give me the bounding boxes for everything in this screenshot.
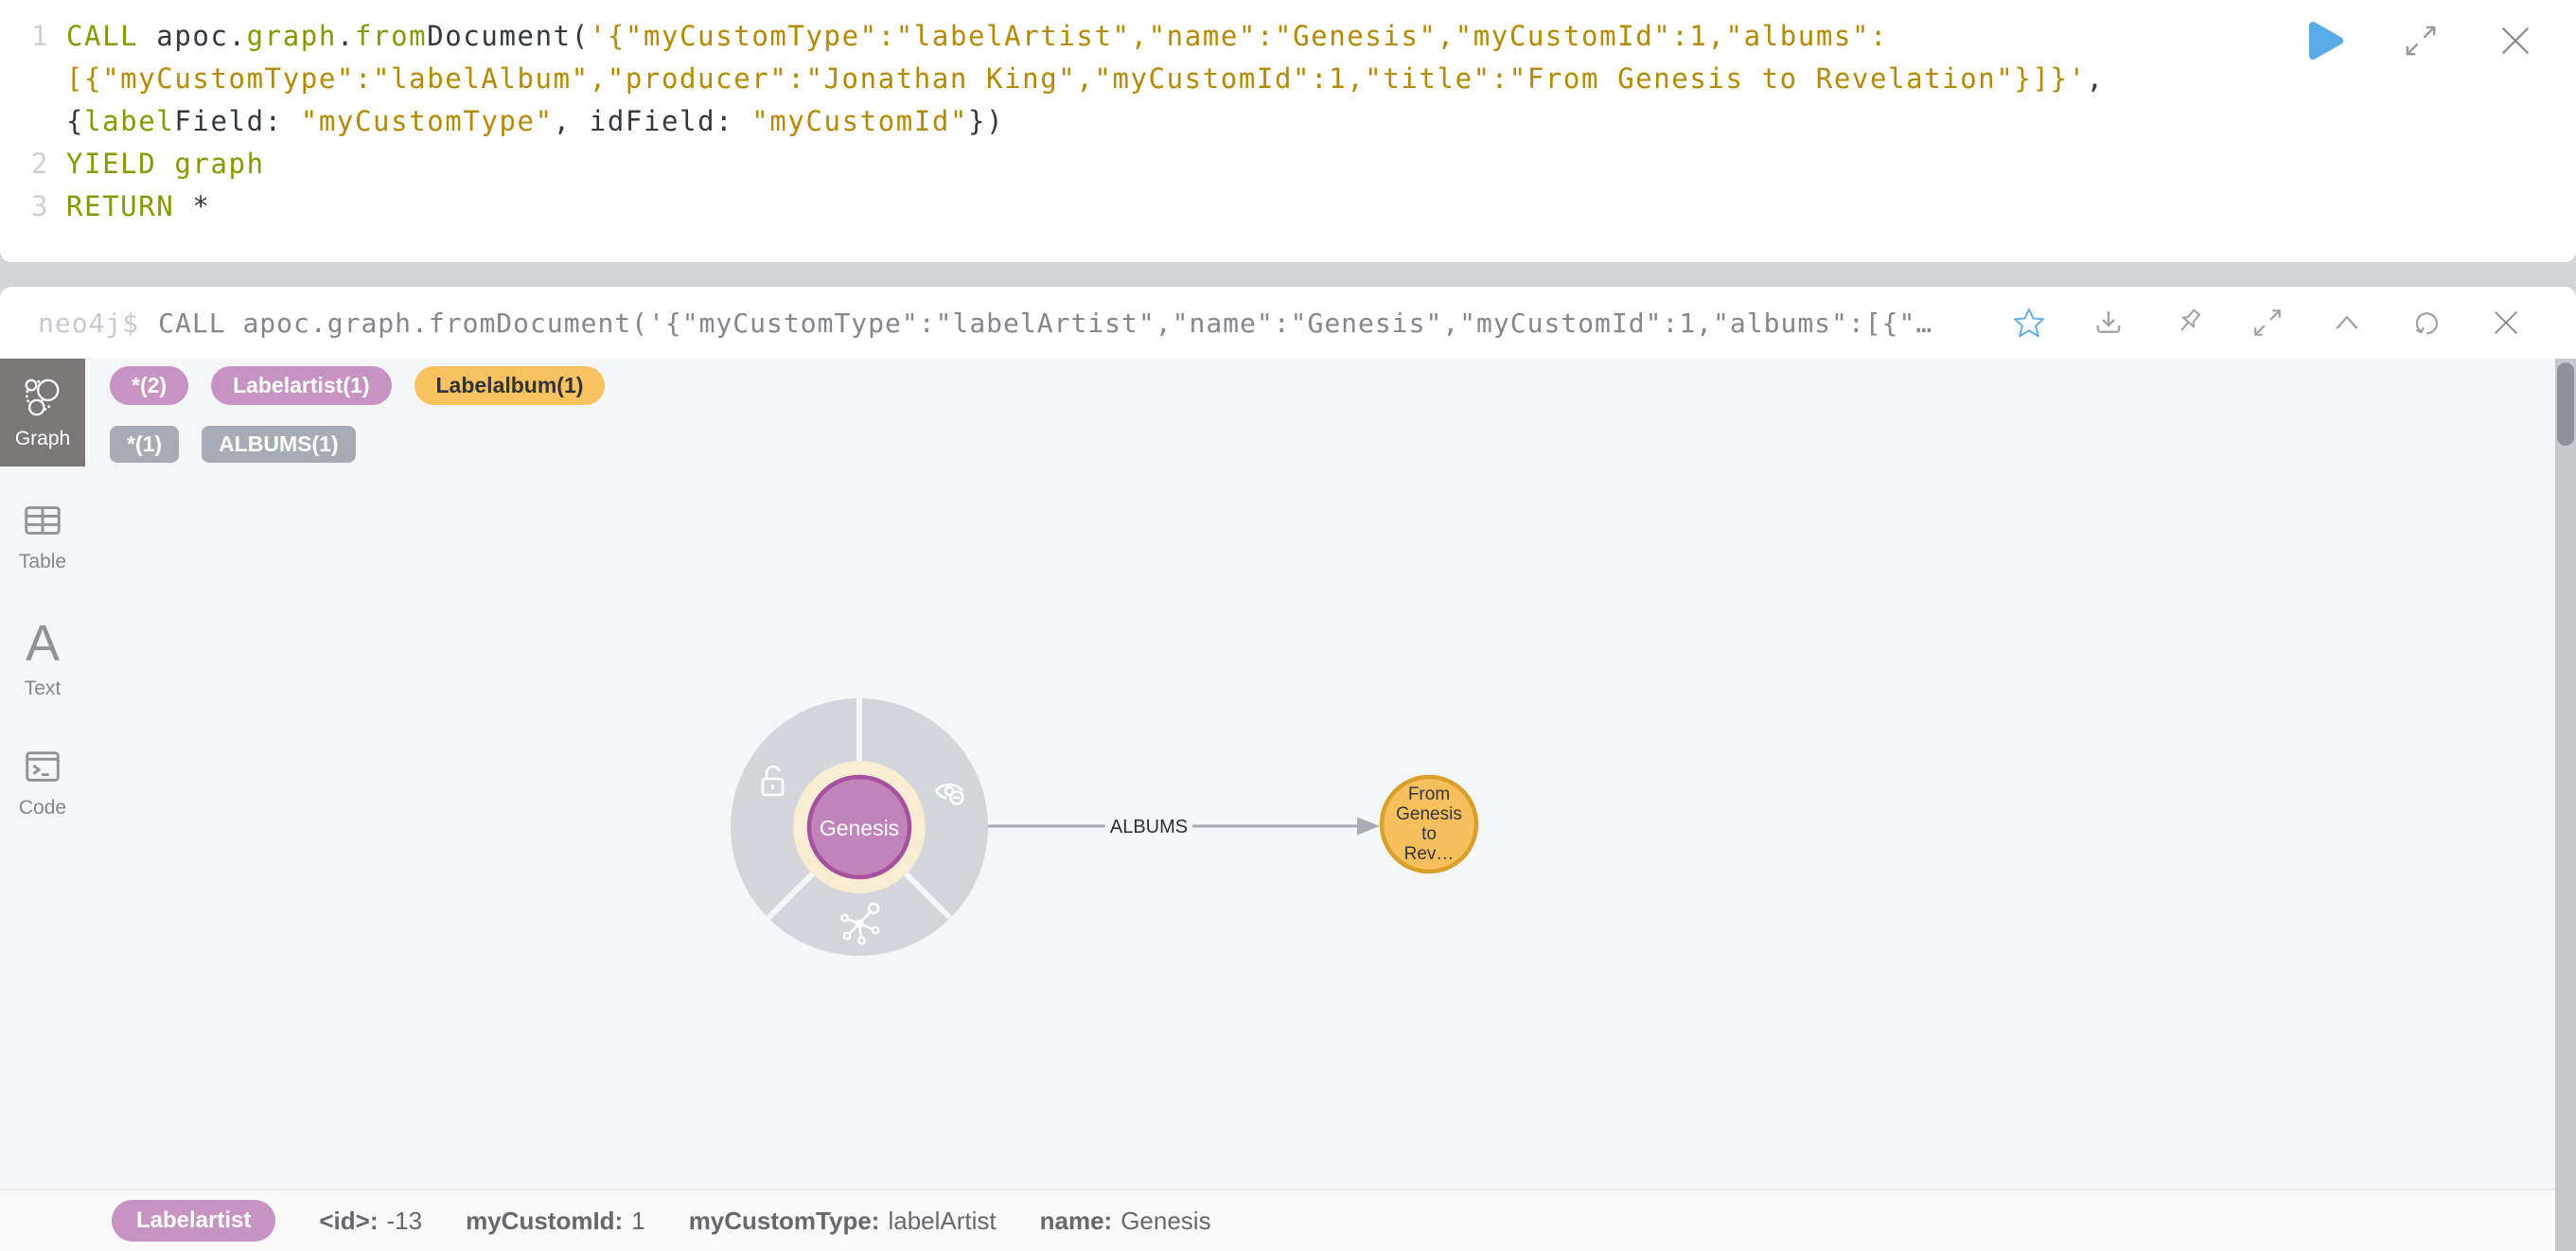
result-overview: *(2) Labelartist(1) Labelalbum(1) *(1) ALBU… bbox=[110, 366, 606, 484]
star-icon[interactable] bbox=[2012, 306, 2046, 340]
status-label-badge[interactable]: Labelartist bbox=[112, 1200, 276, 1242]
node-properties: <id>:-13 myCustomId:1 myCustomType:labelAr… bbox=[319, 1207, 1210, 1236]
frame-query-text[interactable]: CALL apoc.graph.fromDocument('{"myCustom… bbox=[158, 307, 1933, 339]
line-number bbox=[0, 100, 66, 143]
tab-label: Text bbox=[24, 677, 62, 699]
scrollbar-thumb[interactable] bbox=[2557, 362, 2574, 446]
line-number: 1 bbox=[30, 20, 49, 52]
table-icon bbox=[21, 499, 64, 542]
expand-icon[interactable] bbox=[2250, 306, 2285, 340]
editor-controls bbox=[2305, 21, 2534, 61]
line-number: 2 bbox=[30, 148, 49, 180]
node-label-pill[interactable]: Labelartist(1) bbox=[211, 366, 392, 405]
node-album-label-line: Genesis bbox=[1396, 804, 1462, 824]
pin-icon[interactable] bbox=[2171, 306, 2205, 340]
expand-relationships-icon[interactable] bbox=[840, 902, 880, 945]
close-icon[interactable] bbox=[2497, 22, 2534, 60]
tab-text[interactable]: A Text bbox=[0, 605, 85, 713]
relationship-albums[interactable]: ALBUMS bbox=[988, 817, 1380, 837]
collapse-icon[interactable] bbox=[2330, 306, 2364, 340]
tab-code[interactable]: Code bbox=[0, 728, 85, 836]
node-label-pill[interactable]: *(2) bbox=[110, 366, 189, 405]
property: <id>:-13 bbox=[319, 1206, 423, 1235]
rerun-icon[interactable] bbox=[2409, 306, 2444, 340]
relationship-type-pill[interactable]: *(1) bbox=[110, 426, 180, 463]
close-icon[interactable] bbox=[2489, 306, 2523, 340]
frame-header: neo4j$ CALL apoc.graph.fromDocument('{"m… bbox=[0, 287, 2576, 359]
tab-graph[interactable]: Graph bbox=[0, 359, 85, 467]
node-artist-label: Genesis bbox=[820, 816, 899, 840]
tab-label: Table bbox=[18, 550, 67, 573]
relationship-type-pill[interactable]: ALBUMS(1) bbox=[202, 426, 356, 463]
play-icon[interactable] bbox=[2305, 21, 2345, 61]
text-icon: A bbox=[25, 614, 61, 672]
property: name:Genesis bbox=[1039, 1206, 1211, 1235]
code-line[interactable]: {labelField: "myCustomType", idField: "m… bbox=[0, 100, 2576, 143]
download-icon[interactable] bbox=[2091, 306, 2126, 340]
line-number: 3 bbox=[30, 190, 49, 222]
node-album-label-line: Rev… bbox=[1404, 844, 1455, 864]
property: myCustomType:labelArtist bbox=[688, 1206, 997, 1235]
node-artist[interactable]: Genesis bbox=[793, 761, 926, 893]
prompt-label: neo4j$ bbox=[38, 307, 140, 339]
scrollbar-track[interactable] bbox=[2555, 359, 2576, 1251]
relationship-label: ALBUMS bbox=[1110, 817, 1188, 837]
result-frame: neo4j$ CALL apoc.graph.fromDocument('{"m… bbox=[0, 287, 2576, 1251]
node-album[interactable]: From Genesis to Rev… bbox=[1379, 774, 1479, 874]
line-number bbox=[0, 58, 66, 100]
code-icon bbox=[21, 745, 64, 788]
relationship-type-pills: *(1) ALBUMS(1) bbox=[110, 426, 605, 463]
node-album-label-line: to bbox=[1421, 824, 1437, 844]
view-tabs: Graph Table A Text bbox=[0, 359, 85, 1189]
expand-icon[interactable] bbox=[2402, 22, 2440, 60]
hide-icon[interactable] bbox=[934, 783, 964, 805]
code-line[interactable]: [{"myCustomType":"labelAlbum","producer"… bbox=[0, 58, 2576, 100]
frame-actions bbox=[2012, 306, 2523, 340]
node-album-label-line: From bbox=[1408, 784, 1450, 804]
node-label-pill[interactable]: Labelalbum(1) bbox=[414, 366, 606, 405]
node-label-pills: *(2) Labelartist(1) Labelalbum(1) bbox=[110, 366, 606, 405]
tab-table[interactable]: Table bbox=[0, 482, 85, 590]
graph-canvas[interactable]: ALBUMS Genesis From Genesis to Rev… bbox=[85, 359, 2555, 1251]
status-bar: Labelartist <id>:-13 myCustomId:1 myCustom… bbox=[0, 1189, 2555, 1251]
graph-icon bbox=[21, 376, 64, 419]
unlock-icon[interactable] bbox=[761, 765, 785, 797]
tab-label: Graph bbox=[14, 427, 71, 449]
property: myCustomId:1 bbox=[466, 1206, 645, 1235]
tab-label: Code bbox=[18, 796, 67, 819]
